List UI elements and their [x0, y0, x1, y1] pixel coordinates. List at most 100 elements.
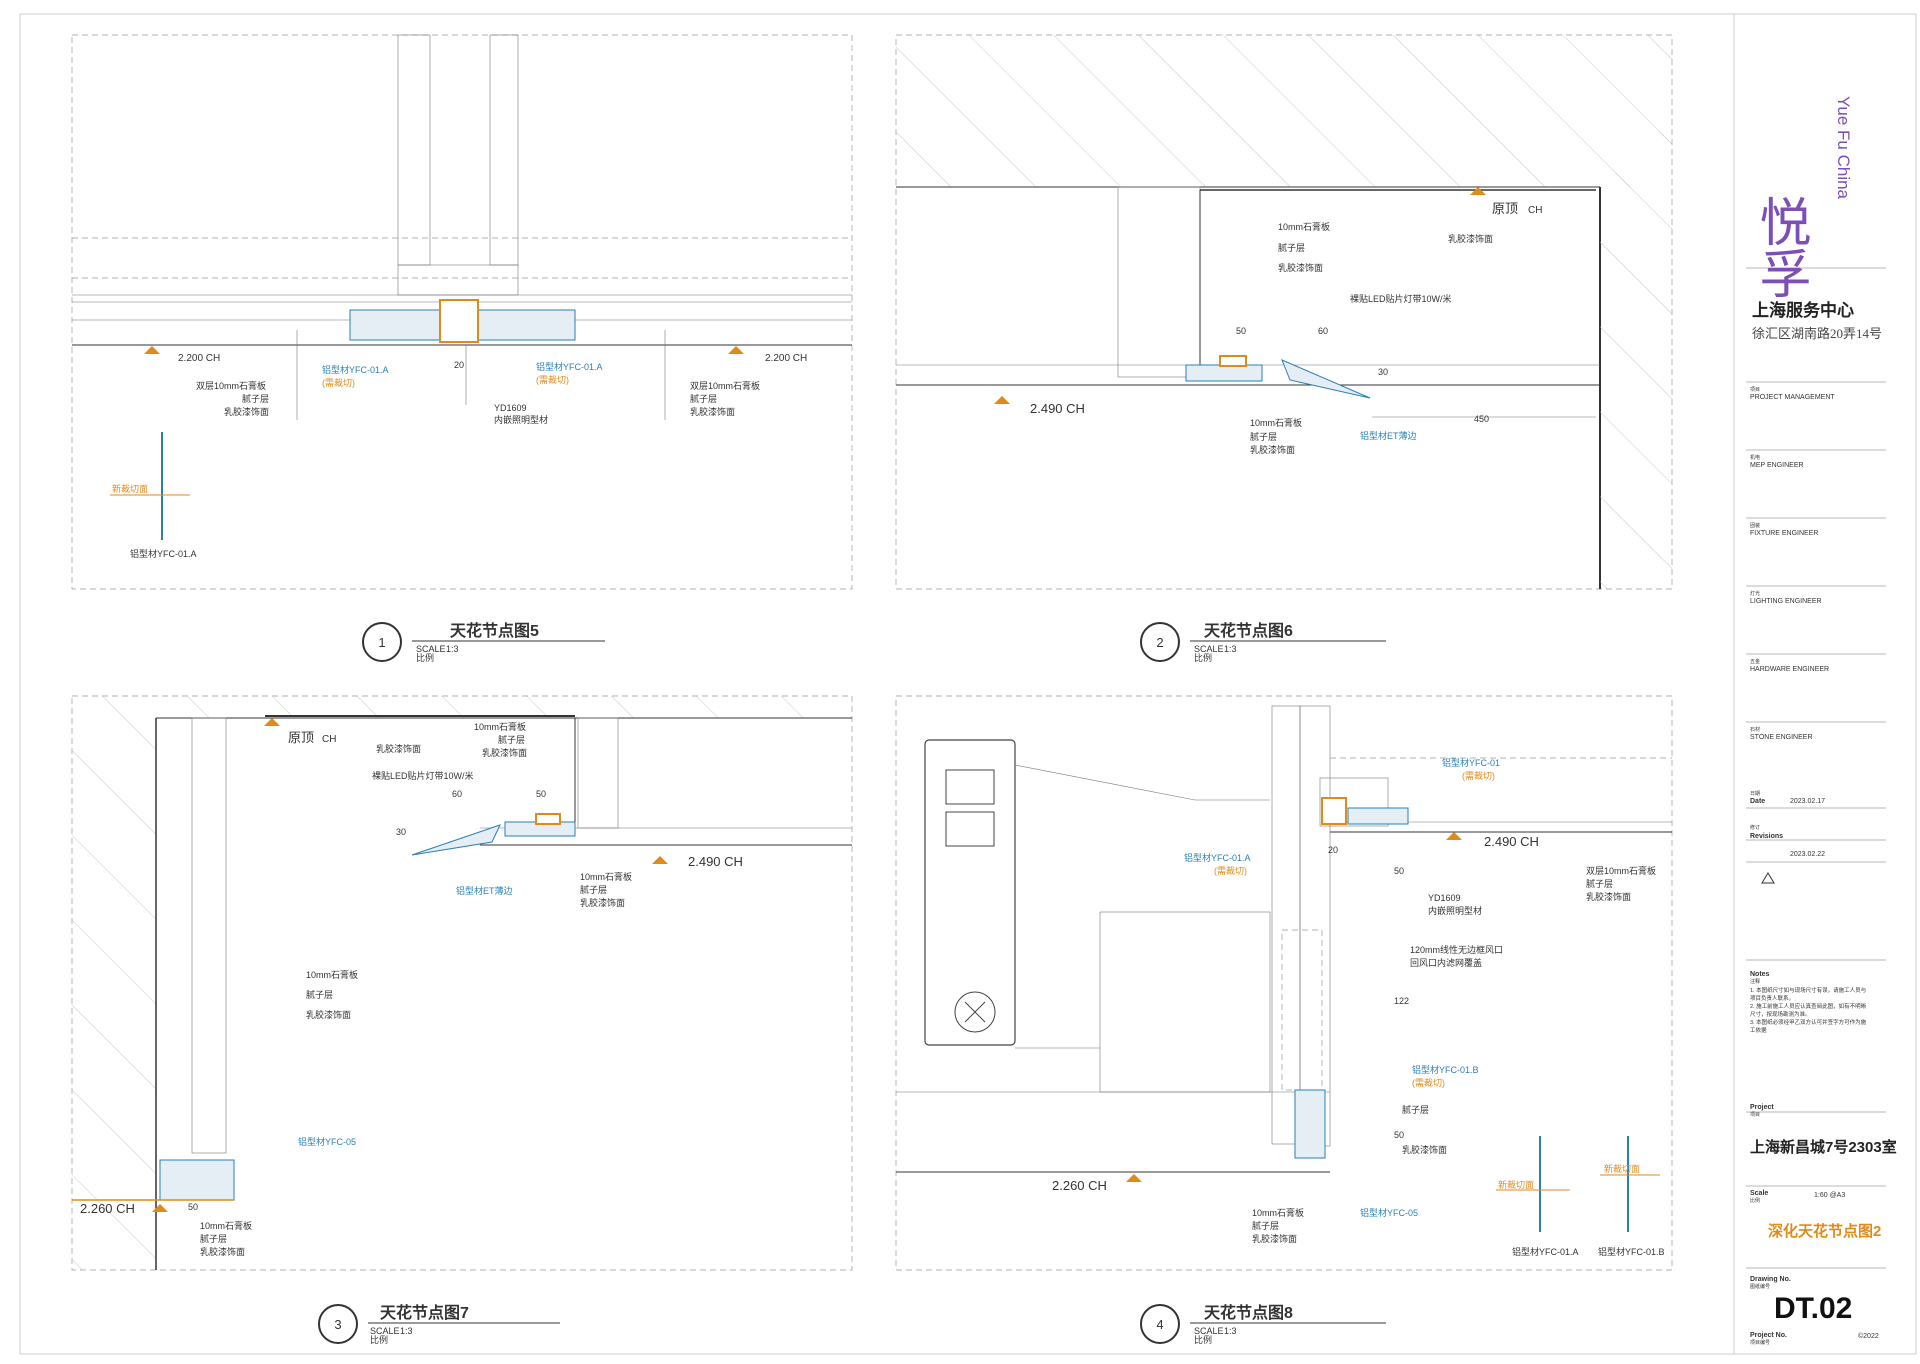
d3-d50: 50 [536, 789, 546, 799]
detail-2-title: 天花节点图6 [1204, 621, 1293, 640]
d2-b1: 10mm石膏板 [1250, 417, 1302, 428]
project-no-label: Project No. [1750, 1332, 1787, 1339]
note-6: 工依据 [1750, 1026, 1767, 1034]
d3-d60: 60 [452, 789, 462, 799]
d4-d122: 122 [1394, 996, 1409, 1006]
d2-top-ch: CH [1528, 205, 1542, 216]
brand-cn: 悦孚 [1751, 195, 1810, 299]
role-cn-1: 项目 [1750, 387, 1760, 393]
d4-vent2: 回风口内滤网覆盖 [1410, 957, 1482, 968]
d4-e3: 乳胶漆饰面 [1252, 1233, 1297, 1244]
drawing-no: DT.02 [1774, 1292, 1852, 1325]
d3-c2: 腻子层 [306, 990, 333, 1000]
detail-3-title: 天花节点图7 [380, 1303, 469, 1322]
note-2: 项目负责人联系。 [1750, 994, 1794, 1002]
d4-vent1: 120mm线性无边框风口 [1410, 944, 1503, 955]
notes-label-cn: 注释 [1750, 978, 1760, 985]
d1-left-1: 双层10mm石膏板 [196, 380, 266, 391]
detail-2-scale: 1:3 [1224, 644, 1237, 654]
d1-right-2: 腻子层 [690, 394, 717, 404]
detail-2 [895, 34, 1673, 662]
detail-4-scale-cn: 比例 [1194, 1334, 1212, 1345]
role-4: LIGHTING ENGINEER [1750, 598, 1822, 605]
d3-b2: 腻子层 [580, 885, 607, 895]
d4-mini-orange-a: 新裁切面 [1498, 1179, 1534, 1190]
d3-c3: 乳胶漆饰面 [306, 1009, 351, 1020]
d2-a1: 10mm石膏板 [1278, 221, 1330, 232]
d4-ch2: 2.260 CH [1052, 1178, 1107, 1193]
d4-mini-a: 铝型材YFC-01.A [1512, 1246, 1579, 1257]
d3-e3: 乳胶漆饰面 [200, 1246, 245, 1257]
role-6: STONE ENGINEER [1750, 734, 1813, 741]
rev-date: 2023.02.22 [1790, 851, 1825, 858]
d4-alu01a: 铝型材YFC-01.A [1184, 852, 1251, 863]
d3-e1: 10mm石膏板 [200, 1220, 252, 1231]
notes-label: Notes [1750, 971, 1770, 978]
role-cn-3: 固装 [1750, 522, 1760, 529]
d3-led: 裸贴LED贴片灯带10W/米 [372, 770, 474, 781]
date-label-cn: 日期 [1750, 791, 1760, 797]
d3-a3: 乳胶漆饰面 [482, 747, 527, 758]
d4-alu01b-note: (需裁切) [1412, 1077, 1445, 1088]
d3-b3: 乳胶漆饰面 [580, 897, 625, 908]
d2-a2: 腻子层 [1278, 243, 1305, 253]
d2-alu: 铝型材ET薄边 [1360, 430, 1417, 441]
d3-e2: 腻子层 [200, 1234, 227, 1244]
d2-d50: 50 [1236, 326, 1246, 336]
detail-3-scale-label: SCALE [370, 1326, 400, 1336]
detail-2-number: 2 [1156, 635, 1163, 650]
d1-right-3: 乳胶漆饰面 [690, 406, 735, 417]
note-4: 尺寸，按现场勘测为准。 [1750, 1010, 1811, 1018]
company-address: 徐汇区湖南路20弄14号 [1752, 326, 1882, 341]
brand-en: Yue Fu China [1834, 96, 1853, 200]
d1-alu-left: 铝型材YFC-01.A [322, 364, 389, 375]
d4-e1: 10mm石膏板 [1252, 1207, 1304, 1218]
company-name: 上海服务中心 [1752, 300, 1854, 320]
d4-alu05: 铝型材YFC-05 [1360, 1207, 1418, 1218]
title-block [1746, 267, 1886, 1269]
detail-3-scale: 1:3 [400, 1326, 413, 1336]
d4-r2: 腻子层 [1586, 879, 1613, 889]
drawing-title: 深化天花节点图2 [1768, 1222, 1881, 1240]
detail-1-scale: 1:3 [446, 644, 459, 654]
d3-ch2: 2.260 CH [80, 1201, 135, 1216]
d4-yd: YD1609 [1428, 893, 1461, 903]
d4-alu01a-note: (需裁切) [1214, 865, 1247, 876]
role-3: FIXTURE ENGINEER [1750, 530, 1818, 537]
project-no: ©2022 [1858, 1332, 1879, 1340]
d3-paint: 乳胶漆饰面 [376, 743, 421, 754]
d4-e2: 腻子层 [1252, 1221, 1279, 1231]
d1-right-1: 双层10mm石膏板 [690, 380, 760, 391]
d4-d50: 50 [1394, 866, 1404, 876]
d2-paint: 乳胶漆饰面 [1448, 233, 1493, 244]
d1-left-3: 乳胶漆饰面 [224, 406, 269, 417]
detail-2-scale-cn: 比例 [1194, 652, 1212, 663]
d3-top: 原顶 [288, 730, 314, 745]
detail-1-scale-label: SCALE [416, 644, 446, 654]
drawing-no-label-cn: 图纸编号 [1750, 1283, 1770, 1290]
date-value: 2023.02.17 [1790, 798, 1825, 805]
project-label: Project [1750, 1104, 1774, 1111]
d2-led: 裸贴LED贴片灯带10W/米 [1350, 293, 1452, 304]
d1-left-2: 腻子层 [242, 394, 269, 404]
d1-alu-right: 铝型材YFC-01.A [536, 361, 603, 372]
project-no-label-cn: 项目编号 [1750, 1339, 1770, 1346]
scale-label: Scale [1750, 1190, 1768, 1197]
d4-mini-b: 铝型材YFC-01.B [1598, 1246, 1665, 1257]
note-5: 3. 本图纸必须经甲乙双方认可并签字方可作为施 [1750, 1018, 1867, 1026]
scale-value: 1:60 @A3 [1814, 1192, 1845, 1199]
detail-1 [71, 34, 853, 662]
d4-putty: 腻子层 [1402, 1105, 1429, 1115]
d3-top-ch: CH [322, 734, 336, 745]
detail-4-number: 4 [1156, 1317, 1163, 1332]
d3-b1: 10mm石膏板 [580, 871, 632, 882]
d1-mini-orange: 新裁切面 [112, 483, 148, 494]
role-2: MEP ENGINEER [1750, 462, 1804, 469]
d4-paint: 乳胶漆饰面 [1402, 1144, 1447, 1155]
d3-alu05: 铝型材YFC-05 [298, 1136, 356, 1147]
role-1: PROJECT MANAGEMENT [1750, 394, 1835, 401]
rev-label: Revisions [1750, 833, 1783, 840]
detail-4-scale: 1:3 [1224, 1326, 1237, 1336]
d1-mini-label: 铝型材YFC-01.A [130, 548, 197, 559]
